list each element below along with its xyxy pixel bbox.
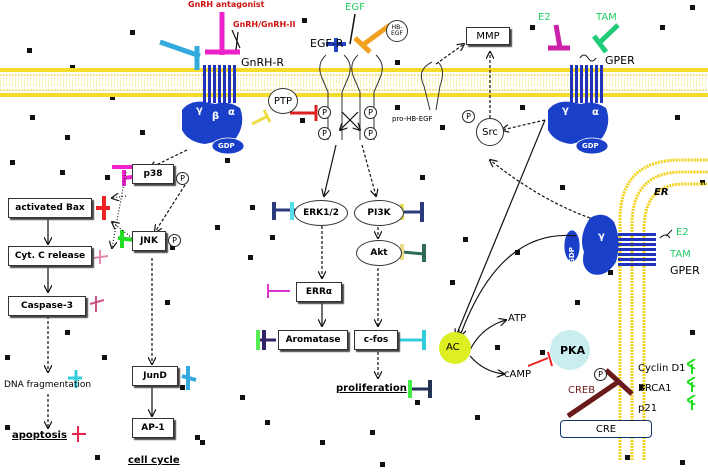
e2-top-label: E2 bbox=[538, 12, 551, 23]
cyt-c-box: Cyt. C release bbox=[8, 246, 92, 266]
gnrh-agonist-label: GnRH/GnRH-II bbox=[233, 20, 296, 29]
ac-label: AC bbox=[446, 342, 460, 353]
p21-label: p21 bbox=[638, 403, 658, 414]
phospho-jnk: P bbox=[168, 234, 181, 247]
phospho-egfr-4: P bbox=[364, 127, 377, 140]
src-node: Src bbox=[476, 118, 504, 146]
dna-frag-label: DNA fragmentation bbox=[4, 380, 92, 390]
gnrh-alpha: α bbox=[228, 107, 235, 118]
jund-box: JunD bbox=[132, 366, 178, 386]
tam-top-label: TAM bbox=[596, 12, 617, 23]
pro-hb-egf-shape bbox=[420, 61, 444, 111]
pro-hb-egf-label: pro-HB-EGF bbox=[392, 115, 433, 123]
jnk-box: JNK bbox=[132, 231, 166, 251]
atp-label: ATP bbox=[508, 313, 527, 324]
cyclin-d1-label: Cyclin D1 bbox=[638, 363, 686, 374]
gper-top-label: GPER bbox=[605, 54, 635, 67]
akt-node: Akt bbox=[356, 240, 402, 266]
g-protein-gper-top bbox=[548, 101, 609, 155]
erk-node: ERK1/2 bbox=[294, 200, 348, 226]
gper-top-alpha: α bbox=[592, 107, 599, 118]
mmp-box: MMP bbox=[466, 27, 510, 45]
gnrh-r-label: GnRH-R bbox=[241, 56, 285, 69]
pka-node bbox=[550, 330, 590, 370]
apoptosis-label: apoptosis bbox=[12, 430, 67, 441]
ligand-shapes bbox=[159, 12, 673, 239]
creb-label: CREB bbox=[568, 385, 596, 396]
gper-top-gamma: γ bbox=[562, 105, 569, 116]
egf-receptor bbox=[319, 54, 383, 140]
e2-er-label: E2 bbox=[676, 227, 689, 238]
phospho-egfr-2: P bbox=[318, 127, 331, 140]
camp-label: cAMP bbox=[504, 369, 531, 380]
cell-cycle-label: cell cycle bbox=[128, 455, 180, 466]
gper-top-helices bbox=[570, 65, 603, 103]
ac-node bbox=[439, 332, 471, 364]
brca1-label: BRCA1 bbox=[638, 383, 672, 394]
aromatase-box: Aromatase bbox=[278, 330, 348, 350]
tam-er-label: TAM bbox=[670, 249, 691, 260]
proliferation-label: proliferation bbox=[336, 383, 407, 394]
egf-label: EGF bbox=[345, 2, 365, 13]
cre-box: CRE bbox=[560, 420, 652, 438]
activated-bax-box: activated Bax bbox=[8, 198, 92, 218]
ptp-node: PTP bbox=[268, 88, 298, 114]
gnrh-gdp: GDP bbox=[218, 142, 235, 150]
gper-er-helices bbox=[618, 233, 656, 266]
gper-er-gdp: GDP bbox=[567, 247, 576, 264]
phospho-egfr-1: P bbox=[318, 106, 331, 119]
gper-er-gamma: γ bbox=[598, 231, 605, 242]
gnrh-antagonist-label: GnRH antagonist bbox=[188, 0, 265, 9]
erra-box: ERRα bbox=[296, 282, 342, 302]
g-protein-gper-er bbox=[563, 214, 619, 275]
ap1-box: AP-1 bbox=[132, 418, 174, 438]
gper-er-label: GPER bbox=[670, 264, 700, 277]
gper-top-gdp: GDP bbox=[582, 142, 599, 150]
caspase3-box: Caspase-3 bbox=[8, 296, 86, 316]
pka-label: PKA bbox=[560, 344, 586, 357]
pathway-arrows bbox=[48, 44, 601, 438]
p38-box: p38 bbox=[132, 164, 174, 184]
g-protein-gnrh bbox=[182, 101, 245, 155]
er-label: ER bbox=[654, 187, 669, 198]
egf-r-label: EGF-R bbox=[310, 37, 344, 50]
phospho-creb: P bbox=[594, 368, 607, 381]
hb-egf-ligand: HB- EGF bbox=[386, 20, 408, 42]
phospho-egfr-3: P bbox=[364, 106, 377, 119]
phospho-src: P bbox=[462, 110, 475, 123]
cfos-box: c-fos bbox=[354, 330, 398, 350]
gnrh-beta: β bbox=[212, 111, 220, 122]
pi3k-node: PI3K bbox=[354, 200, 404, 226]
phospho-p38: P bbox=[176, 172, 189, 185]
inhibition-marks bbox=[68, 105, 634, 442]
gnrh-receptor-helices bbox=[203, 65, 236, 103]
gnrh-gamma: γ bbox=[196, 105, 203, 116]
er-membrane bbox=[618, 158, 708, 460]
